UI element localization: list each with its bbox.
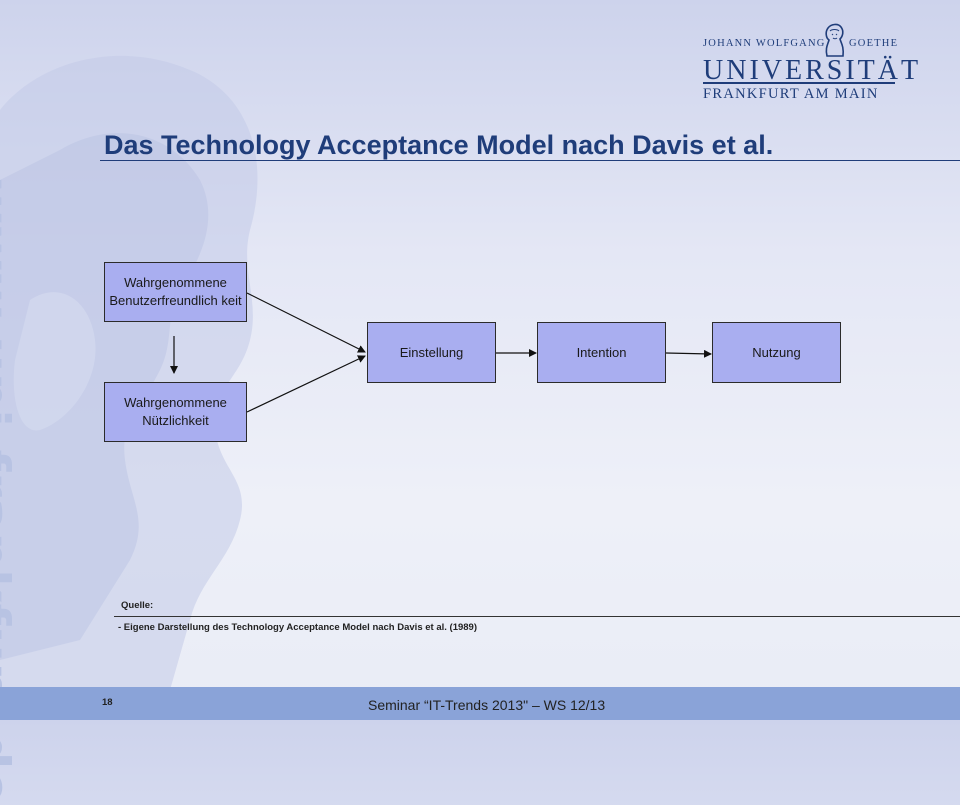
- footer-bar: [0, 687, 960, 720]
- node-attitude: Einstellung: [367, 322, 496, 383]
- page-number: 18: [102, 697, 113, 708]
- tam-diagram-connectors: [170, 292, 712, 413]
- edge-usefulness-to-attitude: [246, 355, 366, 413]
- logo-rule: [703, 82, 895, 84]
- node-perceived-usefulness: Wahrgenommene Nützlichkeit: [104, 382, 247, 442]
- edge-intention-to-usage: [665, 349, 712, 358]
- logo-line2: UNIVERSITÄT: [703, 55, 922, 86]
- title-underline: [100, 160, 960, 161]
- logo-line1-right: GOETHE: [849, 38, 899, 49]
- logo-line3: FRANKFURT AM MAIN: [703, 86, 879, 102]
- edge-ease-to-attitude: [246, 292, 366, 353]
- logo-line1-left: JOHANN WOLFGANG: [703, 38, 826, 49]
- source-divider: [114, 616, 960, 617]
- slide-title: Das Technology Acceptance Model nach Dav…: [104, 130, 774, 160]
- node-intention: Intention: [537, 322, 666, 383]
- node-usage: Nutzung: [712, 322, 841, 383]
- goethe-portrait-icon: [825, 23, 844, 57]
- footer-text: Seminar “IT-Trends 2013" – WS 12/13: [368, 697, 606, 713]
- source-text: - Eigene Darstellung des Technology Acce…: [118, 622, 477, 633]
- node-perceived-ease-of-use: Wahrgenommene Benutzerfreundlich keit: [104, 262, 247, 322]
- source-label: Quelle:: [121, 600, 154, 611]
